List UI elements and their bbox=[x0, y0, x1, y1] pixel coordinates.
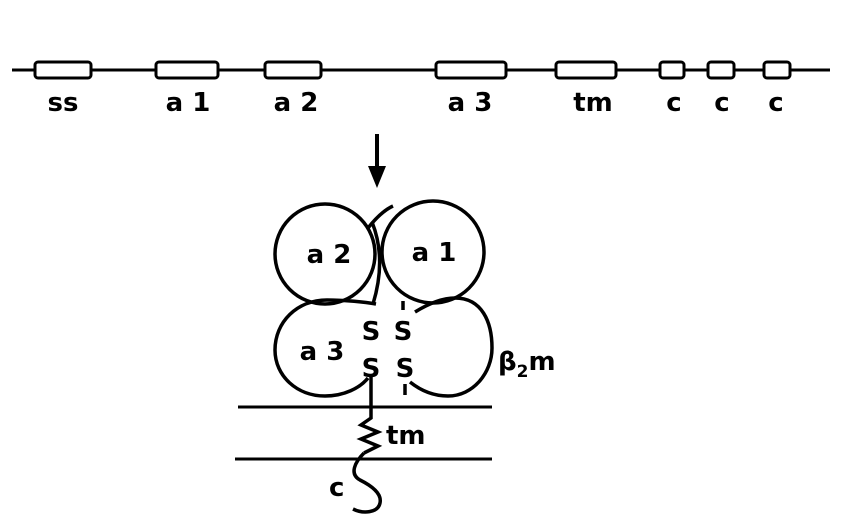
domain-b2m bbox=[408, 296, 494, 398]
disulfide-right-bottom: S bbox=[396, 354, 415, 384]
domain-a3 bbox=[273, 298, 377, 398]
disulfide-right-top: S bbox=[394, 317, 413, 347]
exon-tm bbox=[554, 60, 618, 80]
domain-a2 bbox=[273, 202, 377, 306]
crossing-strand-2 bbox=[366, 204, 394, 230]
tm-label: tm bbox=[386, 421, 426, 451]
exon-label-c3: c bbox=[768, 88, 783, 118]
b2m-subscript: 2 bbox=[517, 362, 529, 382]
exon-ss bbox=[33, 60, 93, 80]
exon-c3 bbox=[762, 60, 792, 80]
exon-a1 bbox=[154, 60, 220, 80]
exon-label-ss: ss bbox=[48, 88, 79, 118]
exon-label-a3: a 3 bbox=[448, 88, 493, 118]
b2m-label: β2m bbox=[498, 347, 556, 382]
disulfide-left-bottom: S bbox=[362, 354, 381, 384]
exon-label-tm: tm bbox=[573, 88, 613, 118]
protein-structure bbox=[273, 199, 494, 514]
exon-labels: ss a 1 a 2 a 3 tm c c c bbox=[48, 88, 784, 118]
exon-a2 bbox=[263, 60, 323, 80]
domain-label-a2: a 2 bbox=[307, 240, 352, 270]
domain-label-a1: a 1 bbox=[412, 238, 457, 268]
b2m-m: m bbox=[528, 347, 555, 377]
gene-map bbox=[12, 60, 830, 80]
exon-a3 bbox=[434, 60, 508, 80]
crossing-strand-1 bbox=[370, 221, 382, 305]
c-tail bbox=[352, 451, 382, 514]
exon-c2 bbox=[706, 60, 736, 80]
tm-zigzag bbox=[356, 407, 383, 455]
membrane bbox=[235, 405, 492, 461]
exon-label-a1: a 1 bbox=[166, 88, 211, 118]
exon-label-a2: a 2 bbox=[274, 88, 319, 118]
arrow-down-icon bbox=[368, 134, 386, 188]
exon-label-c1: c bbox=[666, 88, 681, 118]
domain-label-a3: a 3 bbox=[300, 337, 345, 367]
exon-c1 bbox=[658, 60, 686, 80]
c-terminus-label: c bbox=[329, 473, 344, 503]
exon-label-c2: c bbox=[714, 88, 729, 118]
disulfide-left-top: S bbox=[362, 317, 381, 347]
b2m-beta: β bbox=[498, 347, 517, 377]
protein-labels: a 2 a 1 a 3 S S S S β2m tm c bbox=[300, 238, 556, 503]
